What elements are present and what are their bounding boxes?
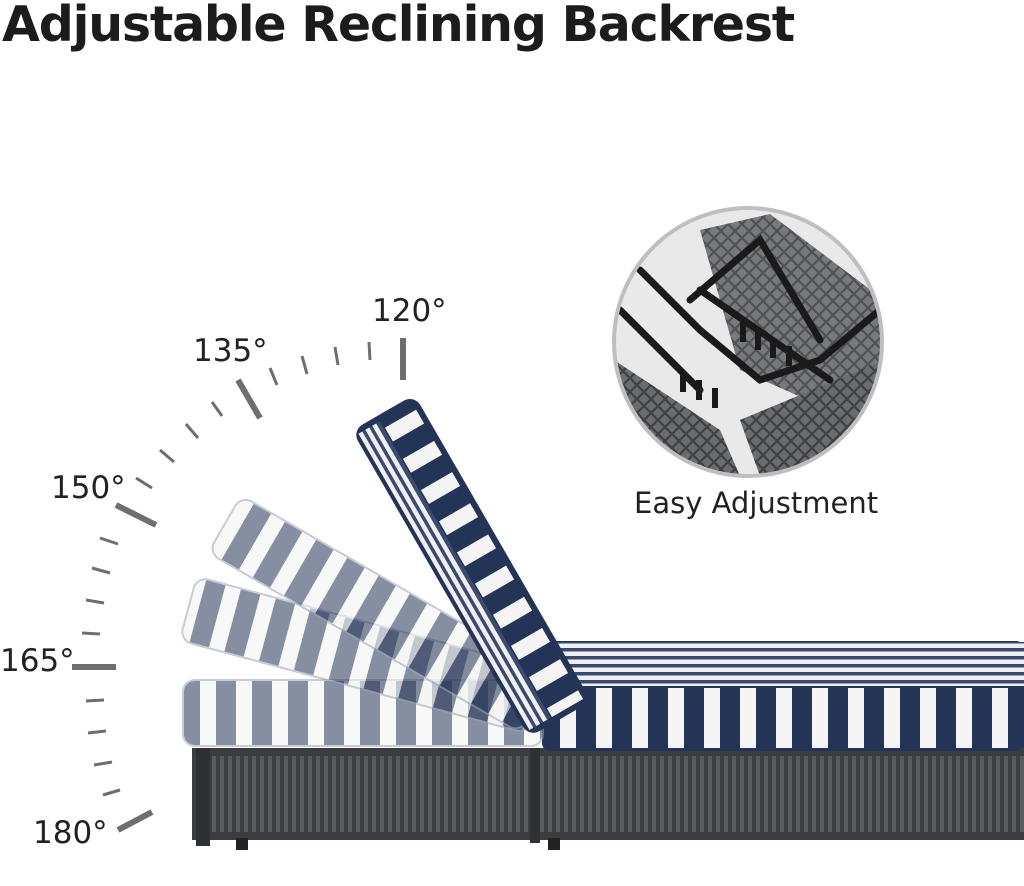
inset-caption: Easy Adjustment <box>634 486 879 520</box>
tick-150 <box>114 502 158 528</box>
angle-label-150: 150° <box>51 470 126 506</box>
backrest-120 <box>356 398 587 733</box>
angle-label-165: 165° <box>0 643 75 679</box>
easy-adjustment-inset <box>612 206 884 478</box>
tick-180 <box>116 809 154 833</box>
angle-label-120: 120° <box>372 293 447 329</box>
angle-scale <box>72 338 406 833</box>
seat-cushion <box>542 641 1024 751</box>
angle-label-135: 135° <box>193 333 268 369</box>
tick-135 <box>235 378 263 420</box>
angle-label-180: 180° <box>33 815 108 851</box>
lounger-base <box>192 748 1024 850</box>
page-title: Adjustable Reclining Backrest <box>2 0 795 53</box>
